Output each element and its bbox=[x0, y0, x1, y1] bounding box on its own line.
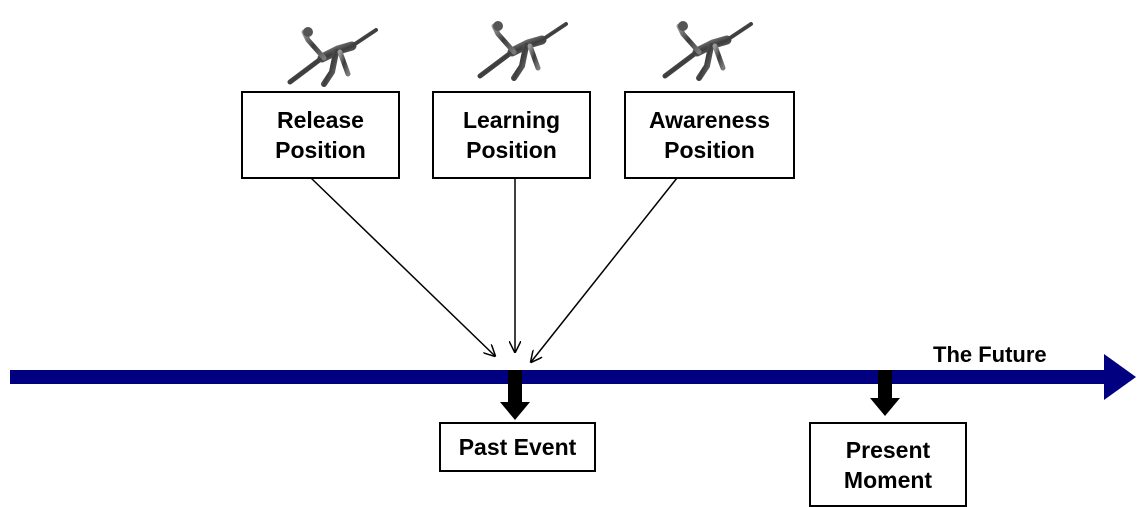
present-moment-marker bbox=[870, 370, 900, 416]
timeline-line bbox=[10, 370, 1106, 384]
awareness-arrow bbox=[531, 177, 678, 362]
awareness-position-box: Awareness Position bbox=[624, 91, 795, 179]
flying-kick-figure-icon bbox=[665, 21, 751, 78]
flying-kick-figure-icon bbox=[290, 27, 376, 84]
timeline-arrowhead bbox=[1104, 354, 1136, 400]
past-event-box: Past Event bbox=[439, 422, 596, 472]
release-arrow bbox=[310, 177, 495, 356]
release-position-box: Release Position bbox=[241, 91, 400, 179]
flying-kick-figure-icon bbox=[480, 21, 566, 78]
learning-position-box: Learning Position bbox=[432, 91, 591, 179]
future-label: The Future bbox=[933, 342, 1047, 367]
present-moment-box: Present Moment bbox=[809, 422, 967, 507]
past-event-marker bbox=[500, 370, 530, 420]
